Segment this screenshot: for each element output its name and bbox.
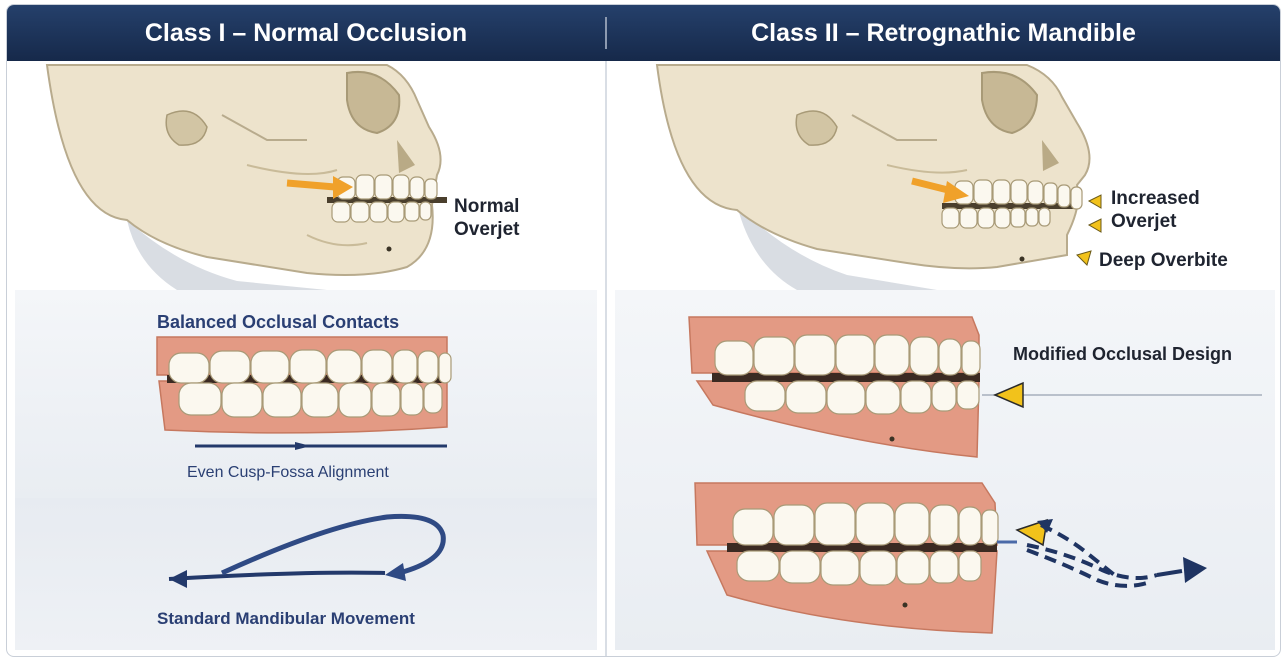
modified-occlusal-design-label: Modified Occlusal Design	[1013, 344, 1232, 365]
diagram-frame: Class I – Normal Occlusion Class II – Re…	[6, 4, 1281, 657]
class-2-dentition-illustrations	[7, 5, 1280, 657]
